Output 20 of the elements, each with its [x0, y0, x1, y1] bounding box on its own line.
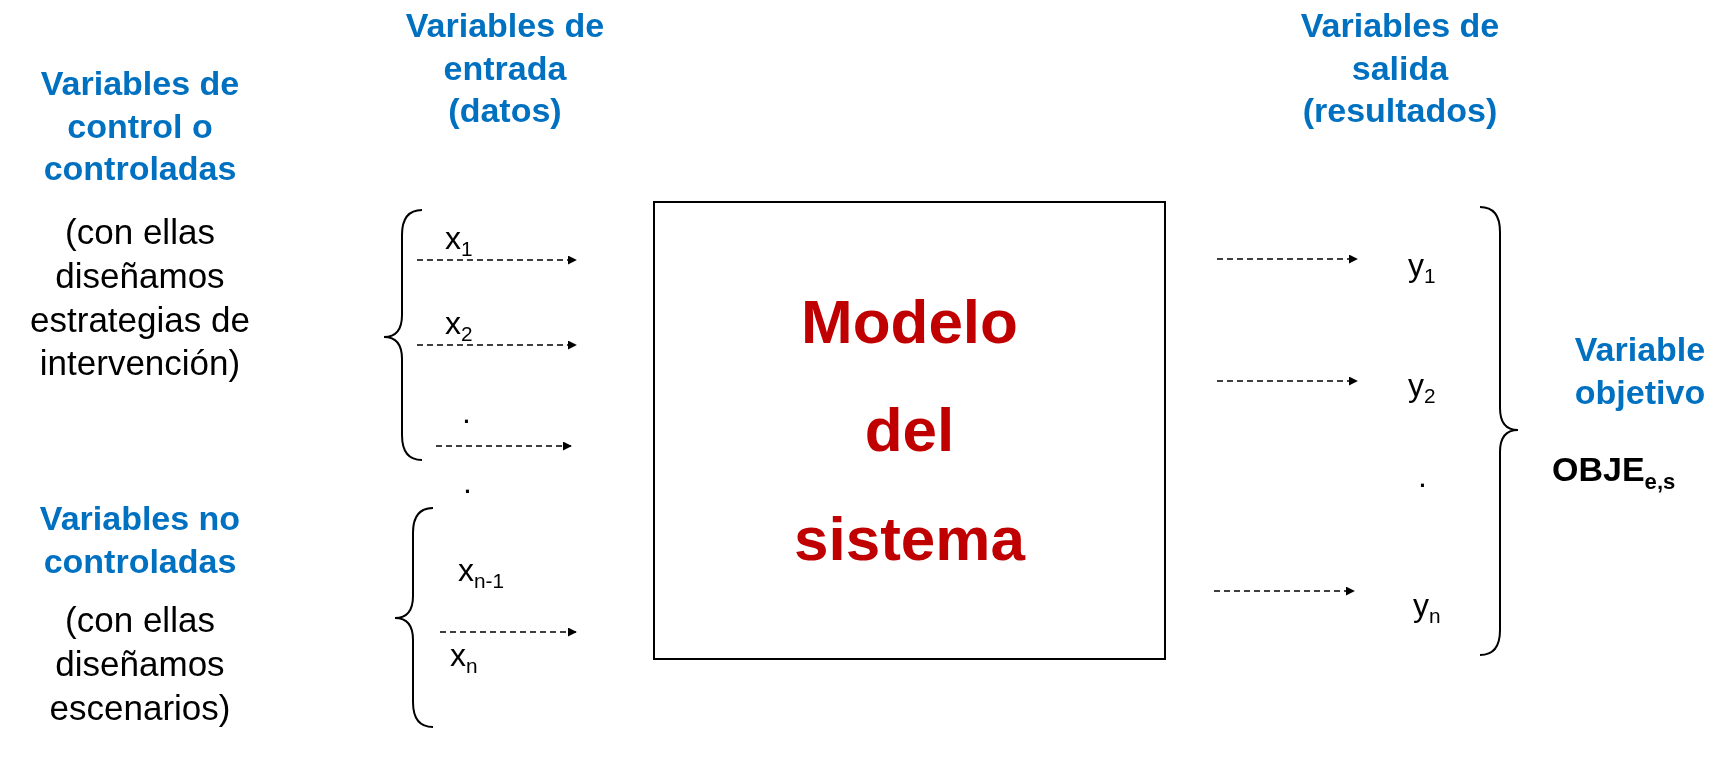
description: (con ellas diseñamos estrategias de intervención) [29, 211, 251, 385]
ellipsis-dot: . [1418, 457, 1427, 496]
ellipsis-dot: . [462, 393, 471, 432]
heading: Variables de control o controladas [39, 63, 241, 189]
ellipsis-dot: . [463, 463, 472, 502]
heading: Variables de salida (resultados) [1299, 5, 1501, 131]
variable-label: y$_{2}$ [1408, 366, 1436, 410]
heading: Variable objetivo [1573, 329, 1707, 413]
variable-label: x$_{1}$ [445, 219, 473, 263]
variable-label: y$_{1}$ [1408, 246, 1436, 290]
variable-label: x$_{2}$ [445, 304, 473, 348]
heading: Variables no controladas [38, 498, 242, 582]
description: (con ellas diseñamos escenarios) [48, 599, 232, 729]
variable-label: y$_{n}$ [1413, 586, 1441, 630]
process-box [653, 201, 1166, 660]
variable-label: x$_{n-1}$ [458, 551, 505, 595]
objective-symbol: OBJE$_{e,s}$ [1552, 449, 1676, 496]
variable-label: x$_{n}$ [450, 636, 478, 680]
heading: Variables de entrada (datos) [404, 5, 606, 131]
box-title: Modelo del sistema [793, 285, 1027, 575]
